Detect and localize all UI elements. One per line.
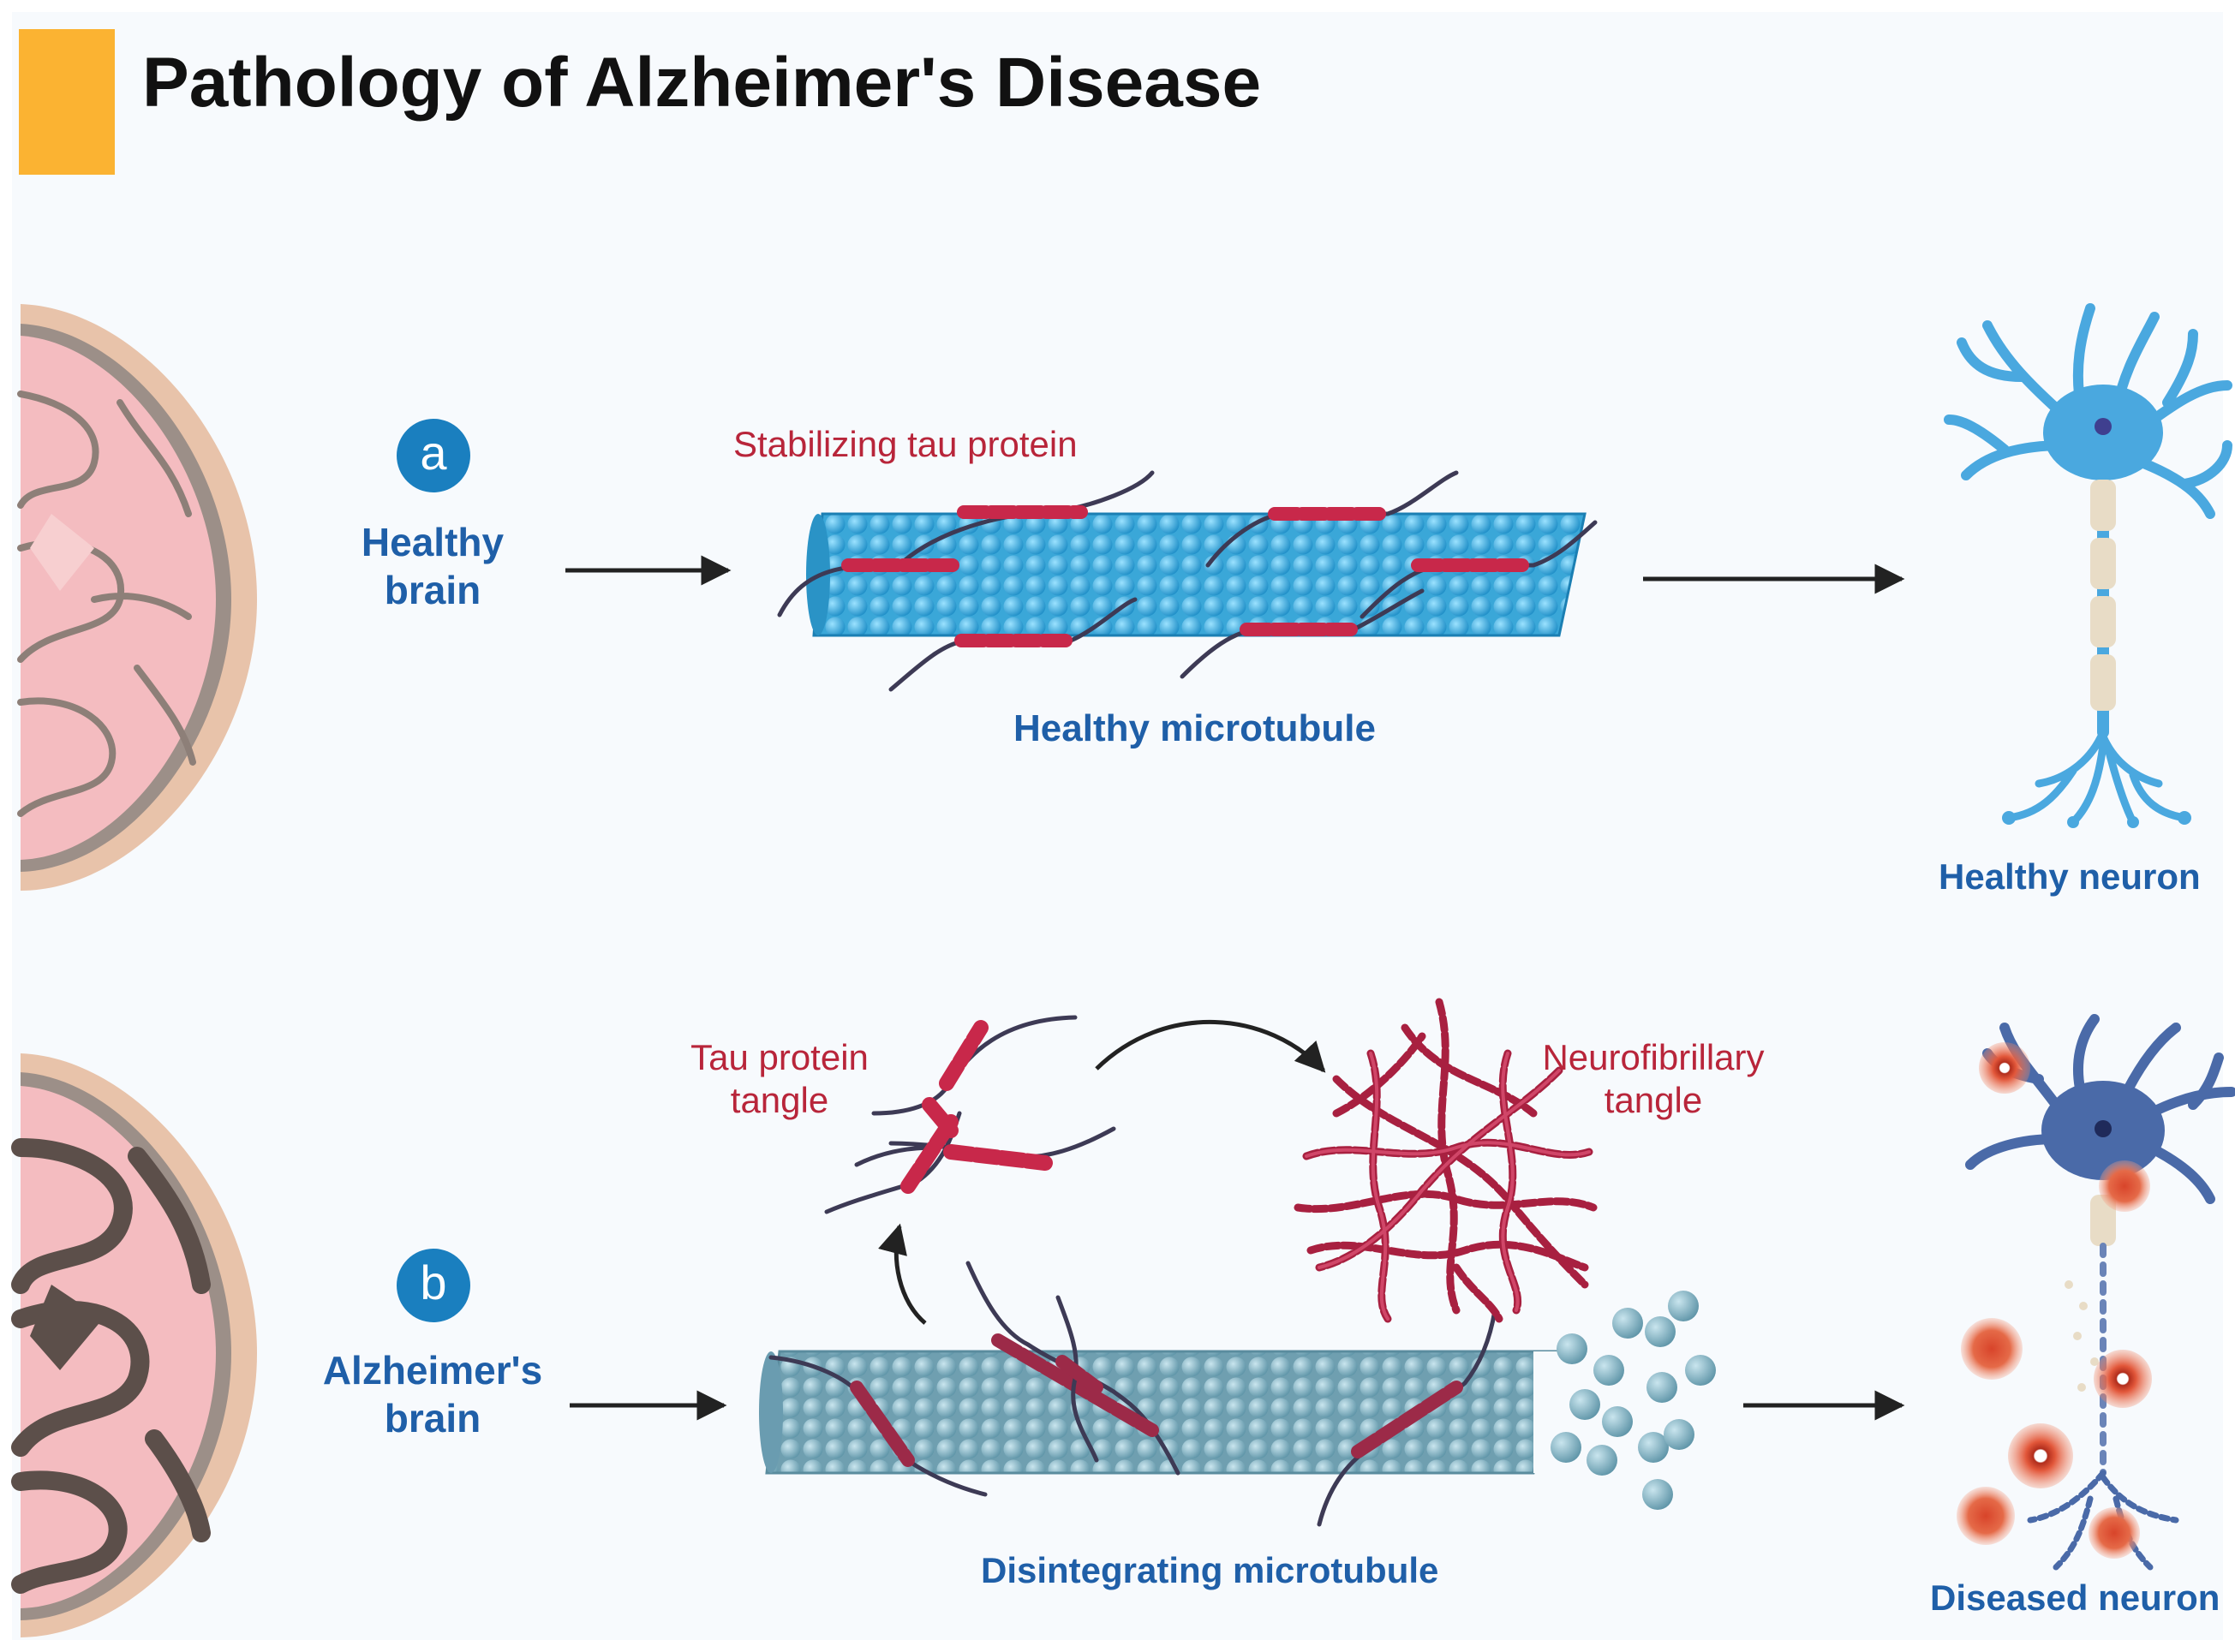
arrow-curved-icon	[1095, 1019, 1326, 1073]
healthy-microtubule-label: Healthy microtubule	[1013, 707, 1376, 749]
healthy-brain-label-line-1: Healthy	[361, 520, 505, 564]
amyloid-plaque-icon	[1957, 1042, 2152, 1559]
healthy-brain-label: Healthy brain	[330, 518, 535, 614]
panel-a-badge: a	[397, 419, 470, 492]
tau-tangle-label: Tau protein tangle	[668, 1036, 891, 1122]
neuron-icon	[1944, 303, 2232, 828]
brain-section-icon	[17, 304, 257, 891]
alzheimers-brain-label-line-2: brain	[384, 1396, 481, 1440]
tau-protein-icon	[777, 470, 1598, 692]
microtubule-icon	[806, 512, 1587, 637]
tubulin-dimers	[1551, 1291, 1716, 1510]
tau-tangle-label-line-2: tangle	[730, 1080, 829, 1120]
disintegrating-microtubule-label: Disintegrating microtubule	[981, 1550, 1439, 1590]
tau-tangle-icon	[824, 1015, 1116, 1214]
tau-tangle-label-line-1: Tau protein	[690, 1037, 869, 1077]
neurofibrillary-tangle-label: Neurofibrillary tangle	[1525, 1036, 1782, 1122]
neurofibrillary-tangle-label-line-1: Neurofibrillary	[1542, 1037, 1765, 1077]
arrow-up-icon	[878, 1223, 927, 1325]
page-title: Pathology of Alzheimer's Disease	[142, 44, 1262, 122]
panel-b-badge: b	[397, 1249, 470, 1322]
diseased-neuron-label: Diseased neuron	[1930, 1577, 2220, 1618]
tau-protein-icon	[768, 1261, 1497, 1527]
healthy-neuron-label: Healthy neuron	[1939, 856, 2201, 897]
neurofibrillary-tangle-label-line-2: tangle	[1604, 1080, 1703, 1120]
neurofibrillary-tangle-overlay	[1305, 1052, 1591, 1321]
stabilizing-tau-label: Stabilizing tau protein	[733, 424, 1078, 464]
alzheimers-brain-label-line-1: Alzheimer's	[322, 1348, 543, 1393]
title-accent-bar	[19, 29, 115, 175]
alzheimers-brain-label: Alzheimer's brain	[313, 1346, 553, 1442]
brain-section-icon	[11, 1053, 257, 1637]
healthy-brain-label-line-2: brain	[384, 568, 481, 612]
